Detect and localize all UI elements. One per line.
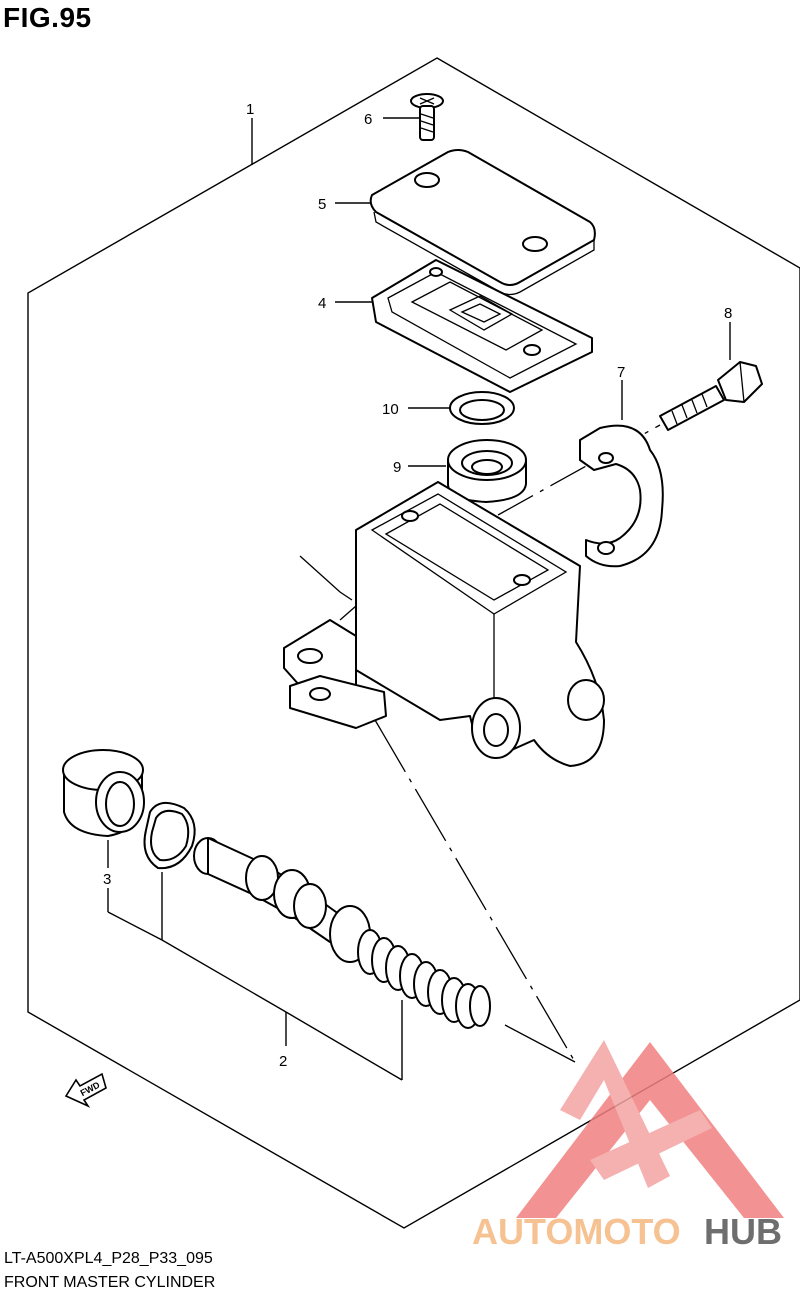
leader-lines xyxy=(107,117,731,1081)
callout-3: 3 xyxy=(103,871,111,888)
piston-kit-part-2 xyxy=(193,837,491,1029)
diaphragm-part-4 xyxy=(371,259,593,393)
master-cylinder-body xyxy=(283,481,605,767)
screw-part-6 xyxy=(410,93,444,141)
dust-boot-part-3 xyxy=(62,749,145,837)
assembly-outline xyxy=(27,57,800,1229)
automotohub-watermark-logo: AUTOMOTO HUB xyxy=(472,1040,784,1252)
callout-5: 5 xyxy=(318,196,326,213)
callout-4: 4 xyxy=(318,295,326,312)
callout-1: 1 xyxy=(246,101,254,118)
forward-direction-arrow-icon: FWD xyxy=(64,1072,107,1108)
bolt-part-8 xyxy=(659,361,763,431)
boot-part-9 xyxy=(447,439,527,503)
callout-7: 7 xyxy=(617,364,625,381)
watermark-text-hub: HUB xyxy=(704,1211,782,1252)
diagram-code: LT-A500XPL4_P28_P33_095 xyxy=(4,1250,213,1267)
callout-10: 10 xyxy=(382,401,399,418)
clamp-part-7 xyxy=(579,424,664,568)
reservoir-cap-part-5 xyxy=(369,149,596,296)
callout-9: 9 xyxy=(393,459,401,476)
callout-labels: 1 2 3 4 5 6 7 8 9 10 xyxy=(103,101,732,1070)
callout-8: 8 xyxy=(724,305,732,322)
plate-ring-part-10 xyxy=(449,391,515,425)
callout-2: 2 xyxy=(279,1053,287,1070)
watermark-text-automoto: AUTOMOTO xyxy=(472,1211,681,1252)
figure-title: FIG.95 xyxy=(3,2,92,33)
spring xyxy=(357,929,491,1029)
circlip xyxy=(143,801,196,870)
callout-6: 6 xyxy=(364,111,372,128)
diagram-name: FRONT MASTER CYLINDER xyxy=(4,1274,216,1291)
